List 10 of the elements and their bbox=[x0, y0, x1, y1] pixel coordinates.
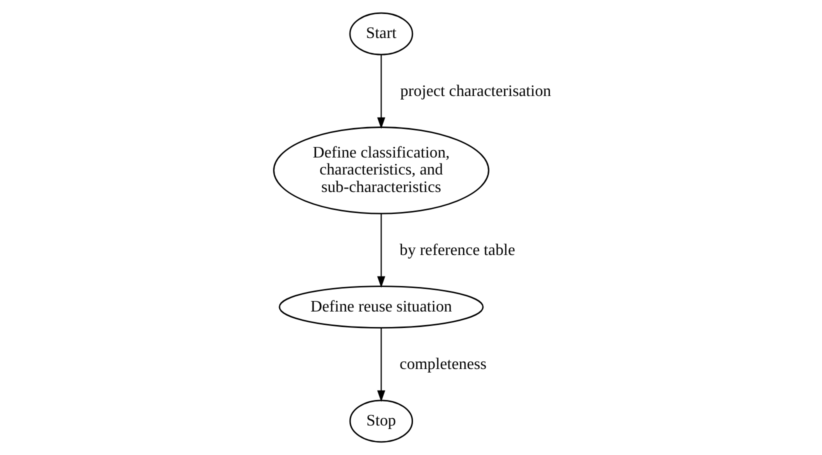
edge-label: completeness bbox=[400, 356, 487, 373]
node-ellipse: Stop bbox=[349, 400, 414, 443]
node-ellipse: Start bbox=[349, 12, 414, 56]
edge-label: project characterisation bbox=[400, 82, 552, 100]
arrow bbox=[377, 54, 386, 129]
edge-label: by reference table bbox=[400, 242, 516, 259]
arrow bbox=[377, 328, 386, 402]
node-ellipse: Define classification, characteristics, and sub-characteristics bbox=[273, 126, 490, 214]
arrow bbox=[377, 214, 386, 288]
node-ellipse: Define reuse situation bbox=[278, 286, 484, 328]
